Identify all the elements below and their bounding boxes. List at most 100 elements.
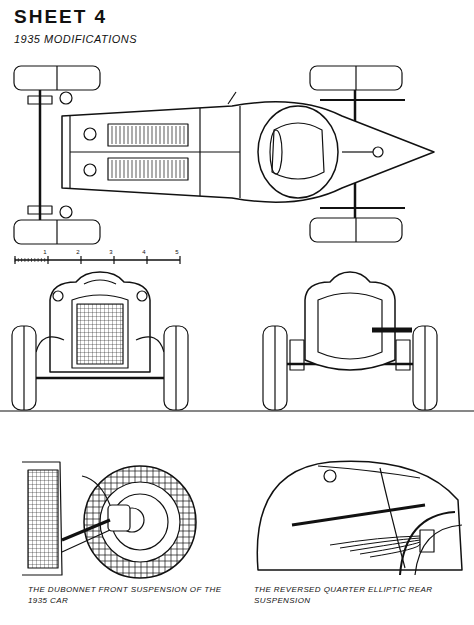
sheet-title: SHEET 4 (14, 6, 107, 28)
louvre (136, 126, 137, 144)
lamp (53, 291, 63, 301)
louvre (160, 126, 161, 144)
wheel (413, 326, 437, 410)
louvre (164, 160, 165, 178)
body-outline (62, 102, 434, 202)
louvres (108, 124, 188, 146)
louvre (116, 126, 117, 144)
louvre (112, 126, 113, 144)
body-front (50, 272, 150, 372)
scale-tick (179, 256, 180, 264)
louvre (164, 126, 165, 144)
tyre-centre (175, 326, 176, 410)
scale-tick (38, 258, 39, 262)
front-axle (36, 377, 164, 380)
rear-suspension-sketch (257, 461, 462, 575)
scale-bar (15, 256, 180, 264)
louvre (184, 126, 185, 144)
caption: THE REVERSED QUARTER ELLIPTIC REAR SUSPE… (254, 584, 464, 606)
radiator-grille (77, 304, 123, 364)
louvre (132, 126, 133, 144)
louvre (140, 160, 141, 178)
rear-spring (320, 99, 405, 101)
tail-body (305, 272, 395, 370)
wheel-rim (100, 482, 180, 562)
louvre (180, 126, 181, 144)
louvre (136, 160, 137, 178)
tyre (84, 466, 196, 578)
front-axle (39, 88, 42, 222)
scale-bar (15, 259, 180, 261)
wing-stay (36, 337, 64, 352)
scale-tick (44, 258, 45, 262)
louvre (140, 126, 141, 144)
steering-knuckle (60, 92, 72, 104)
scale-tick (41, 258, 42, 262)
exhaust (372, 328, 412, 333)
plan-view (14, 66, 434, 244)
louvres (108, 158, 188, 180)
spring-shackle (396, 340, 410, 370)
louvre (184, 160, 185, 178)
tail-body (257, 461, 462, 570)
louvre (180, 160, 181, 178)
scale-tick (28, 258, 29, 262)
front-suspension-sketch (22, 462, 196, 578)
tail-seam (342, 151, 373, 152)
louvre (160, 160, 161, 178)
grille-surround (72, 295, 128, 368)
steering-knuckle (60, 206, 72, 218)
louvre (116, 160, 117, 178)
louvre (112, 160, 113, 178)
brake-cable (82, 476, 110, 505)
filler-cap (373, 147, 383, 157)
hub-line (56, 66, 57, 90)
tail-seam (318, 466, 420, 478)
scale-bar (15, 256, 180, 264)
louvre (176, 126, 177, 144)
bonnet-hinge (70, 151, 240, 152)
screen-mount (228, 92, 236, 104)
badge (84, 164, 96, 176)
front-elevation (12, 272, 188, 410)
wheel (310, 66, 402, 90)
ground-line (0, 410, 474, 411)
car-drawing (0, 66, 474, 578)
tyre-centre (23, 326, 24, 410)
axle-beam (62, 520, 110, 540)
spring-leaf (330, 536, 420, 545)
tyre-centre (274, 326, 275, 410)
wheel (164, 326, 188, 410)
tail-panel (318, 293, 382, 359)
spring-leaf (370, 544, 420, 557)
louvre (168, 126, 169, 144)
louvre (124, 126, 125, 144)
sub-title: 1935 MODIFICATIONS (14, 33, 214, 45)
louvre (132, 160, 133, 178)
wheel (14, 66, 100, 90)
badge (84, 128, 96, 140)
louvre (120, 126, 121, 144)
filler-cap (324, 470, 336, 482)
scale-tick (31, 258, 32, 262)
scale-tick (113, 256, 114, 264)
louvre (148, 126, 149, 144)
louvre (152, 160, 153, 178)
louvre (144, 126, 145, 144)
axle-bracket (420, 530, 434, 552)
scale-tick (47, 256, 48, 264)
radius-rod (292, 505, 425, 525)
radiator-shell (22, 462, 62, 575)
lamp (137, 291, 147, 301)
dubonnet-unit (108, 505, 130, 531)
wheel (14, 220, 100, 244)
scale-tick (14, 256, 15, 264)
cowl (84, 280, 116, 284)
hub-line (56, 220, 57, 244)
scale-number: 5 (172, 249, 182, 255)
louvre (124, 160, 125, 178)
spring-shackle (290, 340, 304, 370)
louvre (156, 160, 157, 178)
wheel (12, 326, 36, 410)
